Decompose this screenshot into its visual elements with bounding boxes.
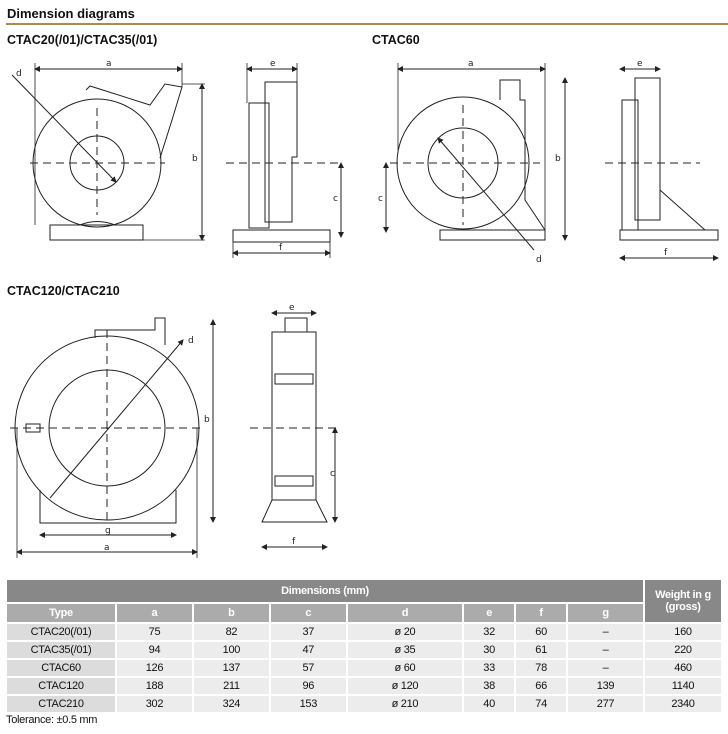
column-header-f: f [516, 604, 567, 622]
dim-label-c: c [330, 469, 335, 479]
dimensions-header: Dimensions (mm) [7, 580, 643, 602]
value-cell: 60 [516, 624, 567, 640]
value-cell: 1140 [645, 678, 721, 694]
diagram-title-ctac60: CTAC60 [372, 33, 420, 47]
value-cell: 2340 [645, 696, 721, 712]
value-cell: – [568, 660, 643, 676]
value-cell: 126 [117, 660, 192, 676]
dim-label-f: f [279, 243, 283, 253]
value-cell: 37 [270, 624, 346, 640]
ctac60-front-view: a b c d [378, 59, 568, 265]
value-cell: 38 [464, 678, 515, 694]
value-cell: 82 [193, 624, 269, 640]
value-cell: 160 [645, 624, 721, 640]
value-cell: 220 [645, 642, 721, 658]
dim-label-e: e [637, 59, 643, 69]
dim-label-b: b [192, 154, 198, 164]
value-cell: 94 [117, 642, 192, 658]
value-cell: ø 60 [347, 660, 463, 676]
diagram-title-ctac120-210: CTAC120/CTAC210 [7, 284, 120, 298]
dimension-drawings: a d b e c f [10, 59, 719, 558]
value-cell: 277 [568, 696, 643, 712]
dim-label-b: b [204, 415, 210, 425]
type-cell: CTAC210 [7, 696, 115, 712]
value-cell: 96 [270, 678, 346, 694]
dim-label-a: a [106, 59, 112, 69]
column-header-type: Type [7, 604, 115, 622]
value-cell: 30 [464, 642, 515, 658]
dim-label-g: g [105, 526, 111, 536]
type-cell: CTAC120 [7, 678, 115, 694]
value-cell: 75 [117, 624, 192, 640]
type-cell: CTAC20(/01) [7, 624, 115, 640]
ctac20-front-view: a d b [11, 59, 205, 241]
tolerance-note: Tolerance: ±0.5 mm [6, 714, 98, 726]
dim-label-d: d [188, 336, 194, 346]
dimensions-table: Dimensions (mm) Weight in g (gross) Type… [5, 578, 723, 714]
value-cell: ø 20 [347, 624, 463, 640]
ctac20-side-view: e c f [226, 59, 344, 258]
value-cell: – [568, 642, 643, 658]
weight-header: Weight in g (gross) [645, 580, 721, 622]
dim-label-a: a [468, 59, 474, 69]
value-cell: 33 [464, 660, 515, 676]
value-cell: 47 [270, 642, 346, 658]
value-cell: 324 [193, 696, 269, 712]
value-cell: 139 [568, 678, 643, 694]
dim-label-b: b [555, 154, 561, 164]
dim-label-d: d [536, 255, 542, 265]
value-cell: ø 210 [347, 696, 463, 712]
column-header-d: d [347, 604, 463, 622]
column-header-c: c [270, 604, 346, 622]
type-cell: CTAC60 [7, 660, 115, 676]
diagram-title-ctac20-35: CTAC20(/01)/CTAC35(/01) [7, 33, 158, 47]
value-cell: 57 [270, 660, 346, 676]
ctac120-side-view: e c f [250, 303, 340, 550]
section-title: Dimension diagrams [7, 6, 135, 21]
value-cell: 188 [117, 678, 192, 694]
value-cell: 61 [516, 642, 567, 658]
value-cell: ø 120 [347, 678, 463, 694]
dim-label-e: e [289, 303, 295, 313]
ctac120-front-view: d g a b [10, 317, 216, 558]
value-cell: 100 [193, 642, 269, 658]
value-cell: 302 [117, 696, 192, 712]
value-cell: 460 [645, 660, 721, 676]
type-cell: CTAC35(/01) [7, 642, 115, 658]
ctac60-side-view: e f [605, 59, 719, 261]
dim-label-a: a [104, 543, 110, 553]
value-cell: 40 [464, 696, 515, 712]
title-rule [6, 23, 728, 25]
value-cell: 66 [516, 678, 567, 694]
value-cell: 32 [464, 624, 515, 640]
dim-label-e: e [270, 59, 276, 69]
value-cell: 211 [193, 678, 269, 694]
value-cell: 153 [270, 696, 346, 712]
value-cell: ø 35 [347, 642, 463, 658]
column-header-g: g [568, 604, 643, 622]
dim-label-f: f [664, 248, 668, 258]
dim-label-f: f [292, 537, 296, 547]
value-cell: – [568, 624, 643, 640]
column-header-b: b [193, 604, 269, 622]
value-cell: 137 [193, 660, 269, 676]
dim-label-c: c [378, 194, 383, 204]
column-header-a: a [117, 604, 192, 622]
dim-label-c: c [333, 194, 338, 204]
dim-label-d: d [16, 69, 22, 79]
value-cell: 78 [516, 660, 567, 676]
value-cell: 74 [516, 696, 567, 712]
column-header-e: e [464, 604, 515, 622]
